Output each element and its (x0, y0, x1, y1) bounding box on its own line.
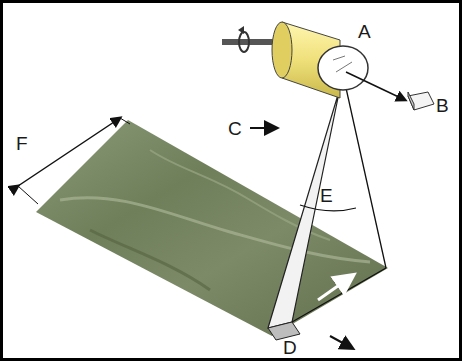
part-letter: E (320, 186, 333, 205)
part-letter: D (283, 338, 297, 357)
part-letter: A (358, 22, 371, 41)
part-letter: B (436, 96, 449, 115)
part-letter: F (16, 134, 28, 153)
part-letter: C (228, 119, 242, 138)
